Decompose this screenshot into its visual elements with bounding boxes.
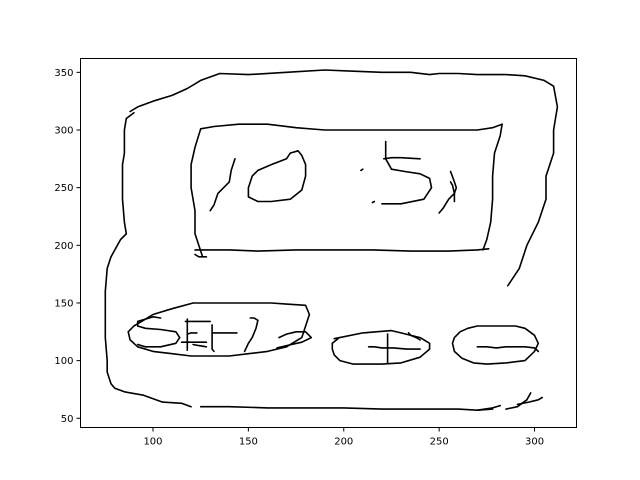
stroke-9 <box>190 128 204 258</box>
stroke-18 <box>449 181 456 203</box>
x-tick-label-2: 200 <box>334 437 353 448</box>
stroke-19 <box>438 170 458 214</box>
stroke-29 <box>192 343 208 348</box>
stroke-6 <box>505 392 532 410</box>
stroke-24 <box>186 332 198 335</box>
y-tick-label-5: 300 <box>54 125 73 136</box>
stroke-4 <box>476 404 502 412</box>
x-tick-label-0: 100 <box>143 437 162 448</box>
stroke-35 <box>451 325 540 365</box>
stroke-11 <box>194 253 208 258</box>
stroke-32 <box>367 345 421 350</box>
stroke-12 <box>209 158 236 212</box>
stroke-1 <box>121 111 135 235</box>
y-tick-label-4: 250 <box>54 183 73 194</box>
stroke-34 <box>407 332 421 341</box>
stroke-20 <box>127 302 311 357</box>
y-tick-label-3: 200 <box>54 241 73 252</box>
stroke-10 <box>194 248 490 252</box>
stroke-14 <box>360 168 364 172</box>
x-tick-label-3: 250 <box>430 437 449 448</box>
stroke-30 <box>276 330 313 349</box>
stroke-27 <box>211 324 215 353</box>
x-tick-label-1: 150 <box>239 437 258 448</box>
y-tick-label-1: 100 <box>54 356 73 367</box>
stroke-36 <box>476 345 540 353</box>
stroke-28 <box>243 317 259 353</box>
stroke-8 <box>482 123 503 251</box>
y-tick-label-0: 50 <box>61 414 74 425</box>
stroke-15 <box>371 200 376 204</box>
stroke-21 <box>136 315 181 348</box>
y-axis: 50 100 150 200 250 300 350 <box>54 68 81 425</box>
stroke-3 <box>199 405 494 412</box>
y-tick-label-2: 150 <box>54 298 73 309</box>
stroke-7 <box>199 123 503 131</box>
stroke-13 <box>247 150 307 203</box>
stroke-0 <box>129 69 559 287</box>
sketch-strokes <box>104 69 559 412</box>
stroke-17 <box>382 156 421 160</box>
x-tick-label-4: 300 <box>525 437 544 448</box>
y-tick-label-6: 350 <box>54 68 73 79</box>
x-axis: 100 150 200 250 300 <box>143 427 544 448</box>
stroke-31 <box>331 329 431 365</box>
plot-frame <box>80 58 577 428</box>
stroke-16 <box>381 140 433 205</box>
stroke-2 <box>104 233 192 408</box>
